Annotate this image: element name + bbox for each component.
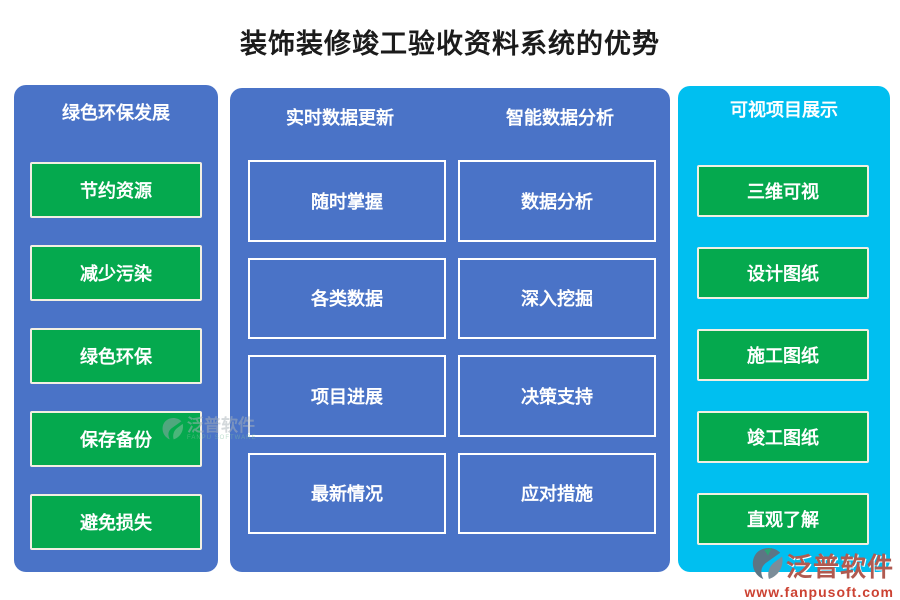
right-panel-items: 三维可视 设计图纸 施工图纸 竣工图纸 直观了解	[697, 165, 869, 545]
right-item-3d-visual: 三维可视	[697, 165, 869, 217]
left-item-green-eco: 绿色环保	[30, 328, 202, 384]
mid-item-grasp-anytime: 随时掌握	[248, 160, 446, 242]
mid-item-data-analysis: 数据分析	[458, 160, 656, 242]
left-panel-header: 绿色环保发展	[62, 103, 170, 123]
mid-item-latest-status: 最新情况	[248, 452, 446, 534]
mid-item-project-progress: 项目进展	[248, 355, 446, 437]
mid-item-deep-mining: 深入挖掘	[458, 257, 656, 339]
middle-panel-grid: 随时掌握 数据分析 各类数据 深入挖掘 项目进展 决策支持 最新情况 应对措施	[248, 160, 656, 534]
brand-url: www.fanpusoft.com	[744, 584, 894, 600]
right-item-intuitive-understanding: 直观了解	[697, 493, 869, 545]
left-item-save-resources: 节约资源	[30, 162, 202, 218]
page-title: 装饰装修竣工验收资料系统的优势	[240, 29, 660, 59]
right-item-design-drawings: 设计图纸	[697, 247, 869, 299]
fanpu-logo-icon	[752, 547, 784, 586]
middle-panel-headers: 实时数据更新 智能数据分析	[230, 88, 670, 130]
panel-visual-project-display: 可视项目展示 三维可视 设计图纸 施工图纸 竣工图纸 直观了解	[678, 86, 890, 572]
brand-name: 泛普软件	[785, 551, 894, 582]
panel-data-update-analysis: 实时数据更新 智能数据分析 随时掌握 数据分析 各类数据 深入挖掘 项目进展 决…	[230, 88, 670, 572]
mid-item-decision-support: 决策支持	[458, 355, 656, 437]
right-item-construction-drawings: 施工图纸	[697, 329, 869, 381]
left-item-save-backup: 保存备份	[30, 411, 202, 467]
right-item-completion-drawings: 竣工图纸	[697, 411, 869, 463]
middle-header-realtime-update: 实时数据更新	[286, 108, 394, 128]
panel-green-development: 绿色环保发展 节约资源 减少污染 绿色环保 保存备份 避免损失	[14, 85, 218, 572]
left-panel-items: 节约资源 减少污染 绿色环保 保存备份 避免损失	[30, 162, 202, 550]
mid-item-countermeasures: 应对措施	[458, 452, 656, 534]
mid-item-various-data: 各类数据	[248, 257, 446, 339]
right-panel-header: 可视项目展示	[730, 100, 838, 120]
left-item-avoid-loss: 避免损失	[30, 494, 202, 550]
fanpu-brand-logo: 泛普软件 www.fanpusoft.com	[745, 547, 894, 600]
left-item-reduce-pollution: 减少污染	[30, 245, 202, 301]
middle-header-smart-analysis: 智能数据分析	[506, 108, 614, 128]
